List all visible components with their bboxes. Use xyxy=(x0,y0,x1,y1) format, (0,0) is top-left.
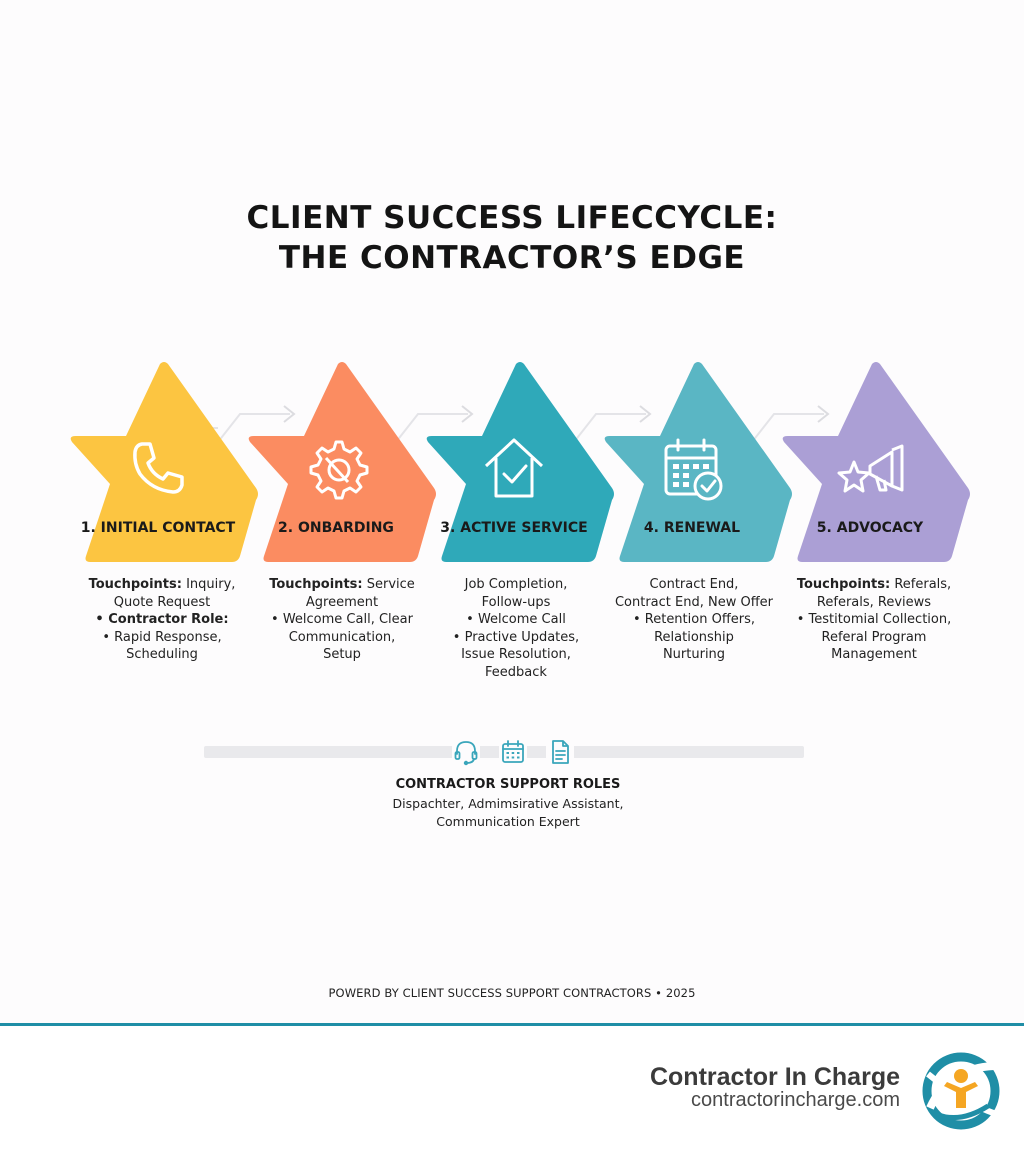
desc-line: Job Completion, xyxy=(464,577,568,592)
desc-line: • Rapid Response, xyxy=(102,629,222,645)
stage-arrow-shape xyxy=(426,362,614,562)
brand-name[interactable]: Contractor In Charge xyxy=(649,1063,900,1091)
support-icons xyxy=(450,738,580,768)
desc-line: Quote Request xyxy=(113,594,211,610)
stage-description-active-service: Job Completion, Follow-ups • Welcome Cal… xyxy=(424,576,608,681)
desc-line: • Contractor Role: xyxy=(95,612,229,627)
desc-line: Touchpoints: Referals, xyxy=(796,577,952,592)
desc-line: Scheduling xyxy=(126,647,198,662)
desc-line: Touchpoints: Inquiry, xyxy=(88,577,236,592)
stage-description-initial-contact: Touchpoints: Inquiry, Quote Request • Co… xyxy=(70,576,254,664)
desc-line: Follow-ups xyxy=(481,594,551,610)
desc-line: • Retention Offers, xyxy=(632,612,756,627)
support-roles-title: CONTRACTOR SUPPORT ROLES xyxy=(395,777,621,792)
desc-line: • Practive Updates, xyxy=(452,629,580,645)
stage-description-onboarding: Touchpoints: Service Agreement • Welcome… xyxy=(250,576,434,664)
desc-line: Referal Program xyxy=(821,629,927,645)
powered-by-text: POWERD BY CLIENT SUCCESS SUPPORT CONTRAC… xyxy=(328,986,696,1000)
calendar-icon xyxy=(499,738,527,766)
stage-active-service: 3. ACTIVE SERVICE xyxy=(424,360,624,565)
footer-divider xyxy=(0,1023,1024,1026)
stage-arrow-shape xyxy=(70,362,259,562)
connector-arrow-4-5 xyxy=(751,405,830,443)
gear-wrench-icon xyxy=(296,428,376,508)
footer xyxy=(0,1026,1024,1154)
desc-line: Setup xyxy=(323,647,361,662)
connector-arrow-3-4 xyxy=(573,405,652,443)
stage-label: 2. ONBARDING xyxy=(278,520,394,536)
stage-onboarding: 2. ONBARDING xyxy=(246,360,446,565)
stage-description-renewal: Contract End, Contract End, New Offer • … xyxy=(602,576,786,664)
phone-icon xyxy=(118,428,198,508)
desc-line: Agreement xyxy=(305,594,379,610)
stage-label: 4. RENEWAL xyxy=(643,520,741,536)
desc-line: Communication, xyxy=(288,629,396,645)
stage-description-advocacy: Touchpoints: Referals, Referals, Reviews… xyxy=(782,576,966,664)
support-roles-line-1: Dispachter, Admimsirative Assistant, xyxy=(392,796,624,811)
brand-url[interactable]: contractorincharge.com xyxy=(691,1089,900,1111)
stage-initial-contact: 1. INITIAL CONTACT xyxy=(68,360,268,565)
desc-line: Management xyxy=(831,647,917,662)
lifecycle-stages: 1. INITIAL CONTACT 2. ONBARDING 3. A xyxy=(0,360,1024,690)
stage-arrow-shape xyxy=(604,362,792,562)
desc-line: • Welcome Call, Clear xyxy=(271,612,413,627)
desc-line: Touchpoints: Service xyxy=(269,577,415,592)
stage-label: 3. ACTIVE SERVICE xyxy=(440,520,588,536)
desc-line: Referals, Reviews xyxy=(816,594,932,610)
desc-line: • Testitomial Collection, xyxy=(796,612,952,627)
desc-line: Relationship xyxy=(654,629,734,645)
house-check-icon xyxy=(474,428,554,508)
desc-line: Nurturing xyxy=(662,647,726,662)
document-icon xyxy=(546,738,574,766)
calendar-check-icon xyxy=(652,428,732,508)
stage-renewal: 4. RENEWAL xyxy=(602,360,802,565)
desc-line: Issue Resolution, xyxy=(461,647,571,662)
support-roles-line-2: Communication Expert xyxy=(436,814,580,829)
page-title-line-2: THE CONTRACTOR’S EDGE xyxy=(278,240,746,276)
desc-line: • Welcome Call xyxy=(466,612,566,627)
desc-line: Feedback xyxy=(485,664,547,680)
stage-advocacy: 5. ADVOCACY xyxy=(780,360,980,565)
desc-line: Contract End, xyxy=(649,577,739,592)
stage-label: 1. INITIAL CONTACT xyxy=(80,520,236,536)
desc-line: Contract End, New Offer xyxy=(614,594,774,610)
page-title-line-1: CLIENT SUCCESS LIFECCYCLE: xyxy=(246,200,778,236)
brand-logo[interactable] xyxy=(918,1048,1004,1134)
star-megaphone-icon xyxy=(830,428,910,508)
connector-arrow-2-3 xyxy=(395,405,474,443)
headset-icon xyxy=(452,738,480,766)
stage-label: 5. ADVOCACY xyxy=(816,520,924,536)
